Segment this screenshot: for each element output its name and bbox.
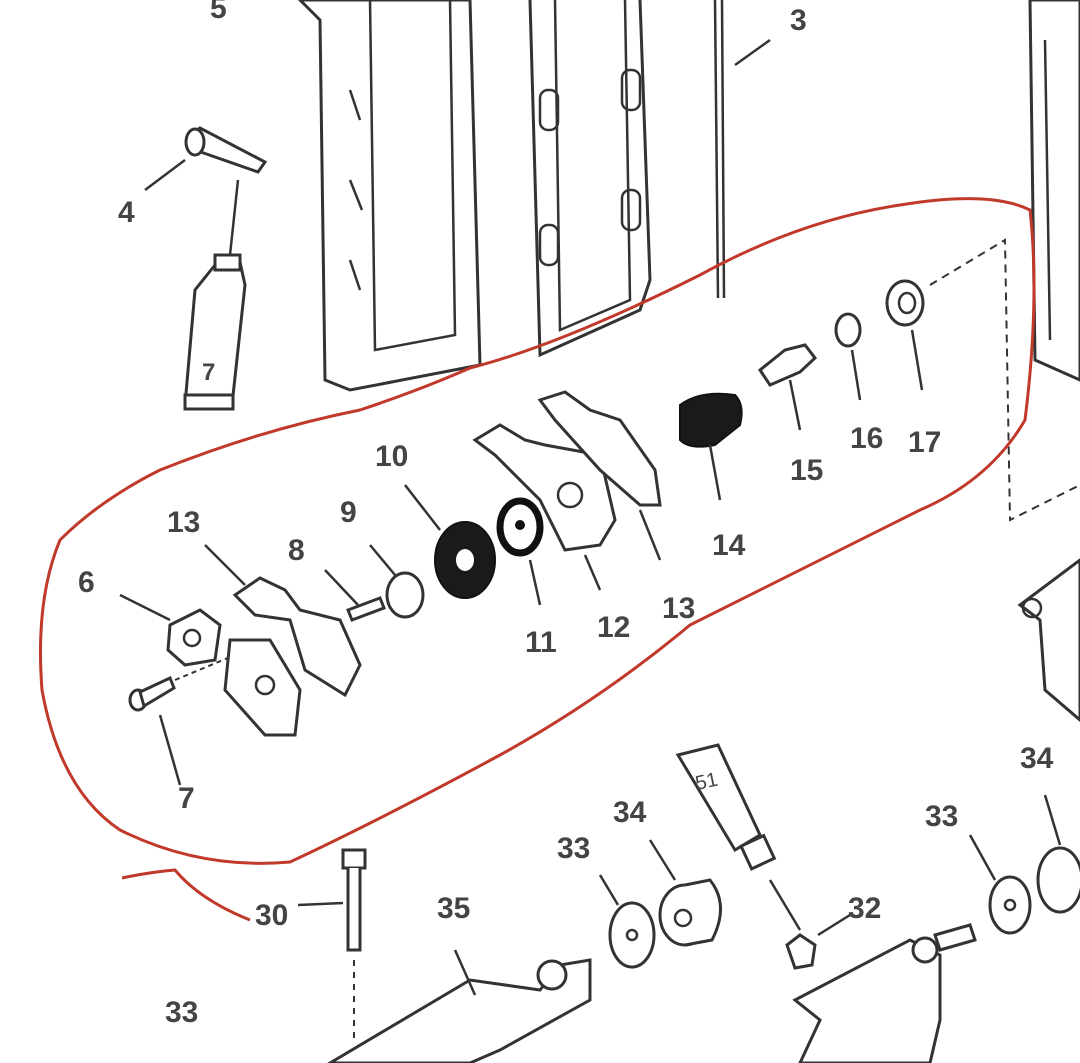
washer-9	[369, 544, 425, 619]
label-7-tube: 7	[202, 359, 215, 386]
washer-33c	[968, 834, 1032, 935]
tube-7	[183, 179, 247, 411]
ring-11	[496, 497, 544, 606]
label-13-left: 13	[167, 506, 200, 539]
label-11: 11	[525, 626, 557, 659]
label-4: 4	[118, 196, 135, 229]
washer-33a	[598, 874, 656, 969]
label-6: 6	[78, 566, 95, 599]
gasket-13-left	[204, 544, 362, 698]
label-34-right: 34	[1020, 742, 1054, 775]
impeller-10	[404, 484, 496, 599]
label-35: 35	[437, 892, 470, 925]
label-8: 8	[288, 534, 305, 567]
fitting-15	[757, 343, 818, 431]
cover-plate-5	[297, 0, 482, 392]
label-10: 10	[375, 440, 408, 473]
cover-6	[119, 593, 302, 737]
filter-14	[679, 392, 743, 501]
label-15: 15	[790, 454, 823, 487]
label-5: 5	[210, 0, 227, 25]
label-13-right: 13	[662, 592, 695, 625]
label-7-screw: 7	[178, 782, 195, 815]
bushing-34b	[1036, 794, 1080, 914]
bracket-right	[792, 923, 977, 1063]
label-9: 9	[340, 496, 357, 529]
seal-17	[885, 279, 925, 391]
bracket-35	[327, 949, 592, 1063]
right-bracket-upper	[1017, 558, 1080, 722]
label-3: 3	[790, 4, 807, 37]
plate-12	[472, 423, 617, 591]
label-30: 30	[255, 899, 288, 932]
pin-8	[324, 569, 386, 622]
gasket-13-right	[537, 390, 662, 561]
bushing-34a	[648, 839, 722, 947]
highlight-outline	[38, 197, 1036, 865]
bolt-30	[297, 848, 367, 1040]
gasket-plate	[528, 0, 652, 358]
bolt-4	[144, 126, 268, 191]
screw-7	[128, 654, 236, 786]
highlight-tail	[121, 868, 251, 922]
rod-3	[713, 0, 771, 299]
label-33-right: 33	[925, 800, 958, 833]
label-12: 12	[597, 611, 630, 644]
washer-16	[834, 312, 862, 401]
label-14: 14	[712, 529, 746, 562]
label-51: 51	[693, 769, 719, 795]
nut-32	[785, 913, 851, 970]
right-housing	[1028, 0, 1080, 382]
label-33-bottom: 33	[165, 996, 198, 1029]
label-16: 16	[850, 422, 883, 455]
label-32: 32	[848, 892, 881, 925]
label-17: 17	[908, 426, 941, 459]
label-33: 33	[557, 832, 590, 865]
tube-51	[675, 743, 802, 931]
label-34: 34	[613, 796, 647, 829]
